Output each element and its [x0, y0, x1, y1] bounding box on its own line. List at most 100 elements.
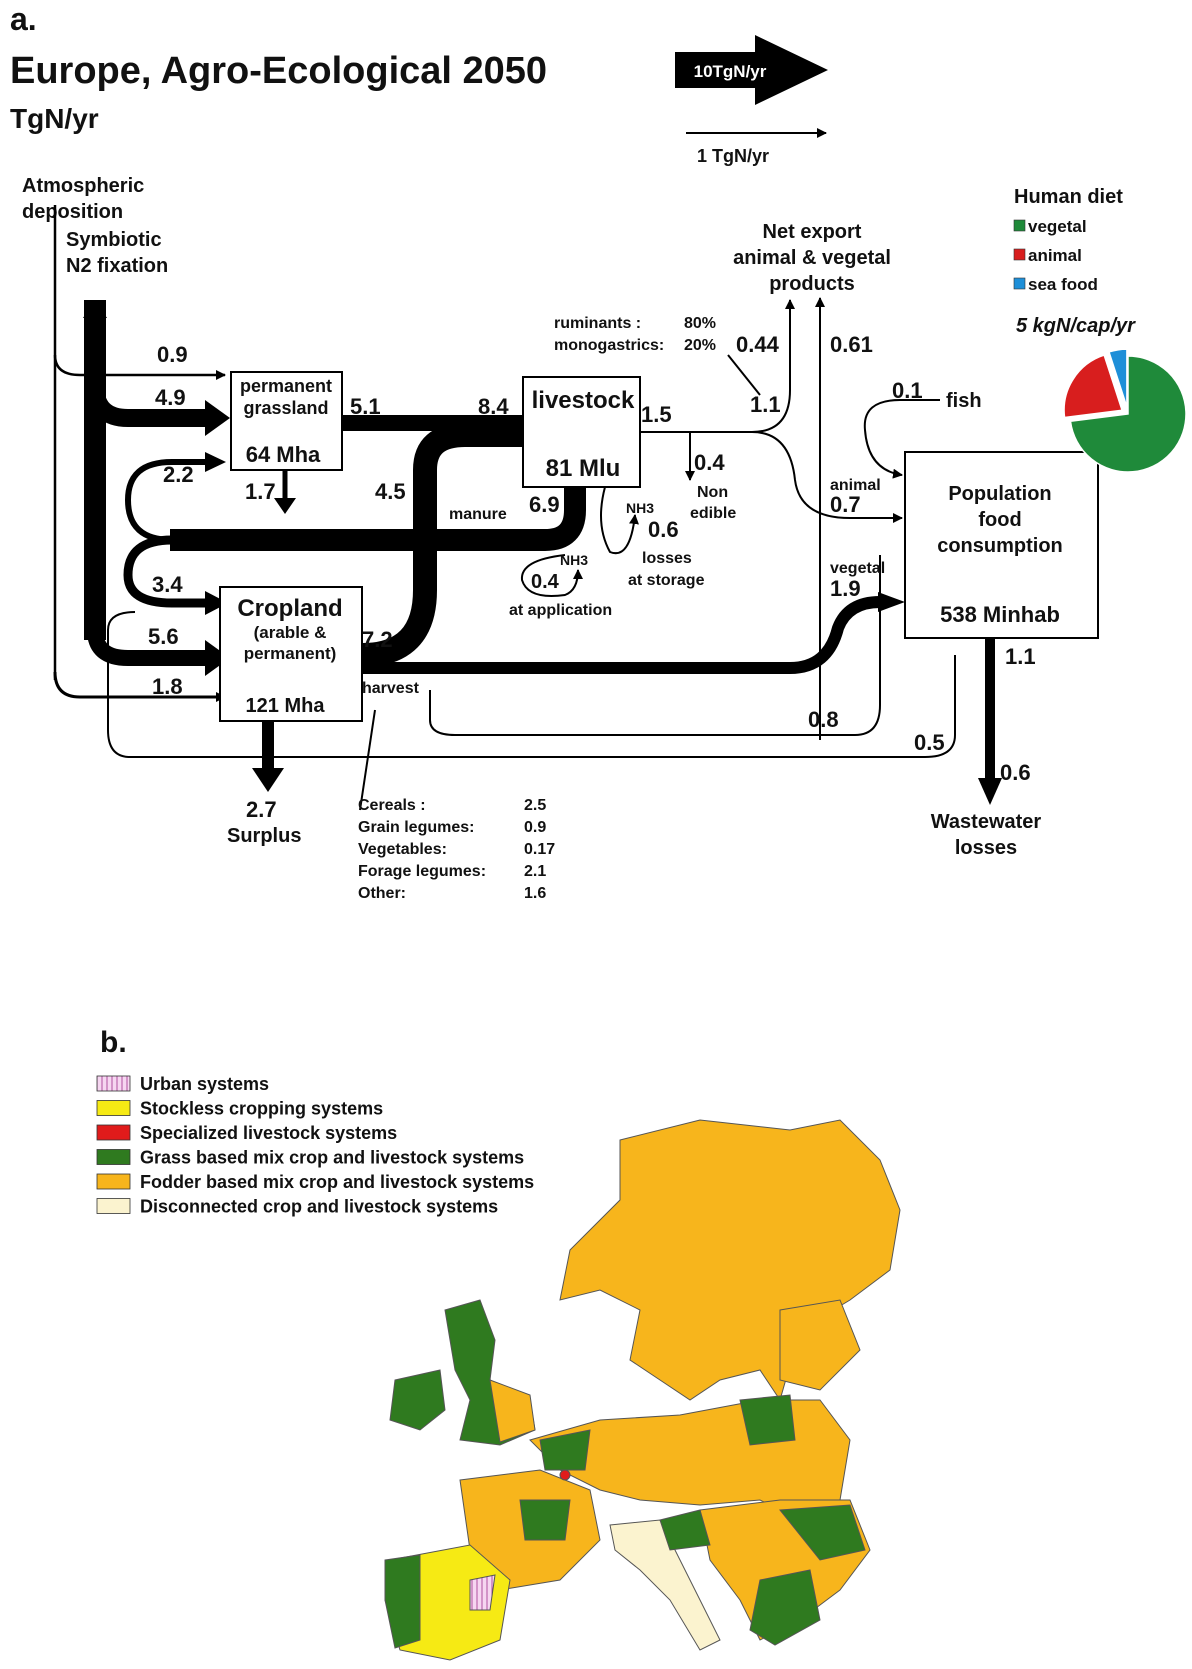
pie-slice-animal: [1063, 354, 1124, 419]
population-title-1: Population: [948, 483, 1051, 505]
flow-value: 6.9: [529, 492, 560, 517]
diet-legend-label: sea food: [1028, 275, 1098, 294]
map-region-nordic: [559, 1119, 901, 1402]
export-animal: [751, 299, 795, 433]
flow-value: 8.4: [478, 394, 509, 419]
harvest-row-value: 2.1: [524, 863, 546, 880]
net-export-1: Net export: [763, 221, 862, 243]
thin-flows: [107, 297, 956, 811]
harvest-row-name: Forage legumes:: [358, 863, 486, 880]
map-legend-swatch: [96, 1124, 131, 1141]
flow-value: 4.5: [375, 479, 406, 504]
deposition-to-grassland: [53, 354, 226, 380]
population-title-2: food: [978, 509, 1021, 531]
population-count: 538 Minhab: [940, 602, 1060, 627]
europe-map: [384, 1119, 901, 1661]
wastewater-label-1: Wastewater: [931, 811, 1042, 833]
flow-value: 1.7: [245, 479, 276, 504]
map-region-austria: [659, 1509, 711, 1551]
diet-legend-label: vegetal: [1028, 217, 1087, 236]
map-legend-label: Disconnected crop and livestock systems: [140, 1197, 498, 1217]
page-title: Europe, Agro-Ecological 2050: [10, 50, 547, 92]
map-legend-swatch: [96, 1198, 131, 1214]
flow-value: 1.5: [641, 402, 672, 427]
flow-value: 0.4: [694, 450, 725, 475]
harvest-row-value: 0.9: [524, 819, 546, 836]
diet-pie: [1063, 348, 1187, 473]
flow-value: 1.1: [750, 392, 781, 417]
cropland-node: [219, 586, 363, 722]
flow-value: 1.8: [152, 674, 183, 699]
map-region-specialized: [559, 1469, 571, 1481]
map-legend-swatch: [96, 1149, 131, 1165]
panel-a-label: a.: [10, 1, 37, 37]
nh3-storage: NH3: [626, 500, 654, 516]
grassland-title-2: grassland: [243, 398, 328, 418]
return-loop-inner: [429, 555, 881, 736]
diet-title: Human diet: [1014, 186, 1123, 208]
map-legend-label: Urban systems: [140, 1074, 269, 1094]
grassland-title-1: permanent: [240, 376, 332, 396]
map-region-england-east: [489, 1379, 536, 1443]
map-legend-swatch: [96, 1173, 131, 1190]
flow-value: 5.1: [350, 394, 381, 419]
flow-value: 1.1: [1005, 644, 1036, 669]
flow-value: 3.4: [152, 572, 183, 597]
map-legend-label: Fodder based mix crop and livestock syst…: [140, 1172, 534, 1192]
wastewater-label-2: losses: [955, 837, 1017, 859]
flow-value: 0.5: [914, 730, 945, 755]
flow-value: 0.61: [830, 332, 873, 357]
livestock-units: 81 Mlu: [546, 455, 621, 482]
diet-legend-swatch: [1013, 277, 1026, 290]
crop-to-population: [362, 596, 881, 674]
scale-big-label: 10TgN/yr: [694, 62, 767, 81]
flow-value: 0.8: [808, 707, 839, 732]
at-application-label: at application: [509, 602, 612, 619]
harvest-row-name: Cereals :: [358, 797, 426, 814]
flow-value: 1.9: [830, 576, 861, 601]
net-export-3: products: [769, 273, 855, 295]
map-legend-swatch: [96, 1100, 131, 1116]
cropland-subtitle-2: permanent): [244, 644, 337, 663]
ruminant-pointer: [727, 354, 761, 396]
cropland-subtitle-1: (arable &: [254, 623, 327, 642]
flow-value: 4.9: [155, 385, 186, 410]
at-storage-label: at storage: [628, 572, 705, 589]
map-region-benelux: [539, 1429, 591, 1471]
deposition-to-cropland: [53, 671, 226, 702]
map-region-france-centre: [519, 1499, 571, 1541]
surplus-label: Surplus: [227, 825, 301, 847]
map-region-portugal: [384, 1554, 421, 1649]
harvest-row-name: Grain legumes:: [358, 819, 474, 836]
harvest-row-value: 2.5: [524, 797, 546, 814]
flow-value: 0.4: [531, 571, 560, 593]
scale-big-arrow: [675, 35, 828, 105]
manure-to-grassland: [124, 459, 205, 543]
map-region-greece: [749, 1569, 821, 1646]
diet-total: 5 kgN/cap/yr: [1016, 315, 1136, 337]
vegetal-label: vegetal: [830, 560, 885, 577]
map-region-poland-east: [739, 1394, 796, 1446]
flow-values: 0.9 4.9 5.1 8.4 2.2 1.7 4.5 6.9 3.4 5.6 …: [148, 332, 1036, 822]
return-loop-outer: [107, 611, 956, 758]
application-loss: [520, 554, 583, 597]
animal-label: animal: [830, 477, 881, 494]
nh3-application: NH3: [560, 552, 588, 568]
livestock-title: livestock: [532, 387, 635, 414]
scale-small-label: 1 TgN/yr: [697, 146, 769, 166]
cropland-title: Cropland: [237, 595, 342, 622]
manure-to-cropland: [123, 535, 205, 608]
flow-lines: [53, 205, 995, 780]
harvest-pointer: [359, 709, 376, 811]
map-legend-swatch: [96, 1075, 131, 1092]
nonedible-label-2: edible: [690, 505, 736, 522]
fixation-label-1: Symbiotic: [66, 229, 162, 251]
flow-value: 0.7: [830, 492, 861, 517]
harvest-row-value: 1.6: [524, 885, 546, 902]
diet-legend-swatch: [1013, 248, 1026, 261]
net-export-2: animal & vegetal: [733, 247, 891, 269]
harvest-row-name: Other:: [358, 885, 406, 902]
manure-flow: [170, 487, 586, 551]
